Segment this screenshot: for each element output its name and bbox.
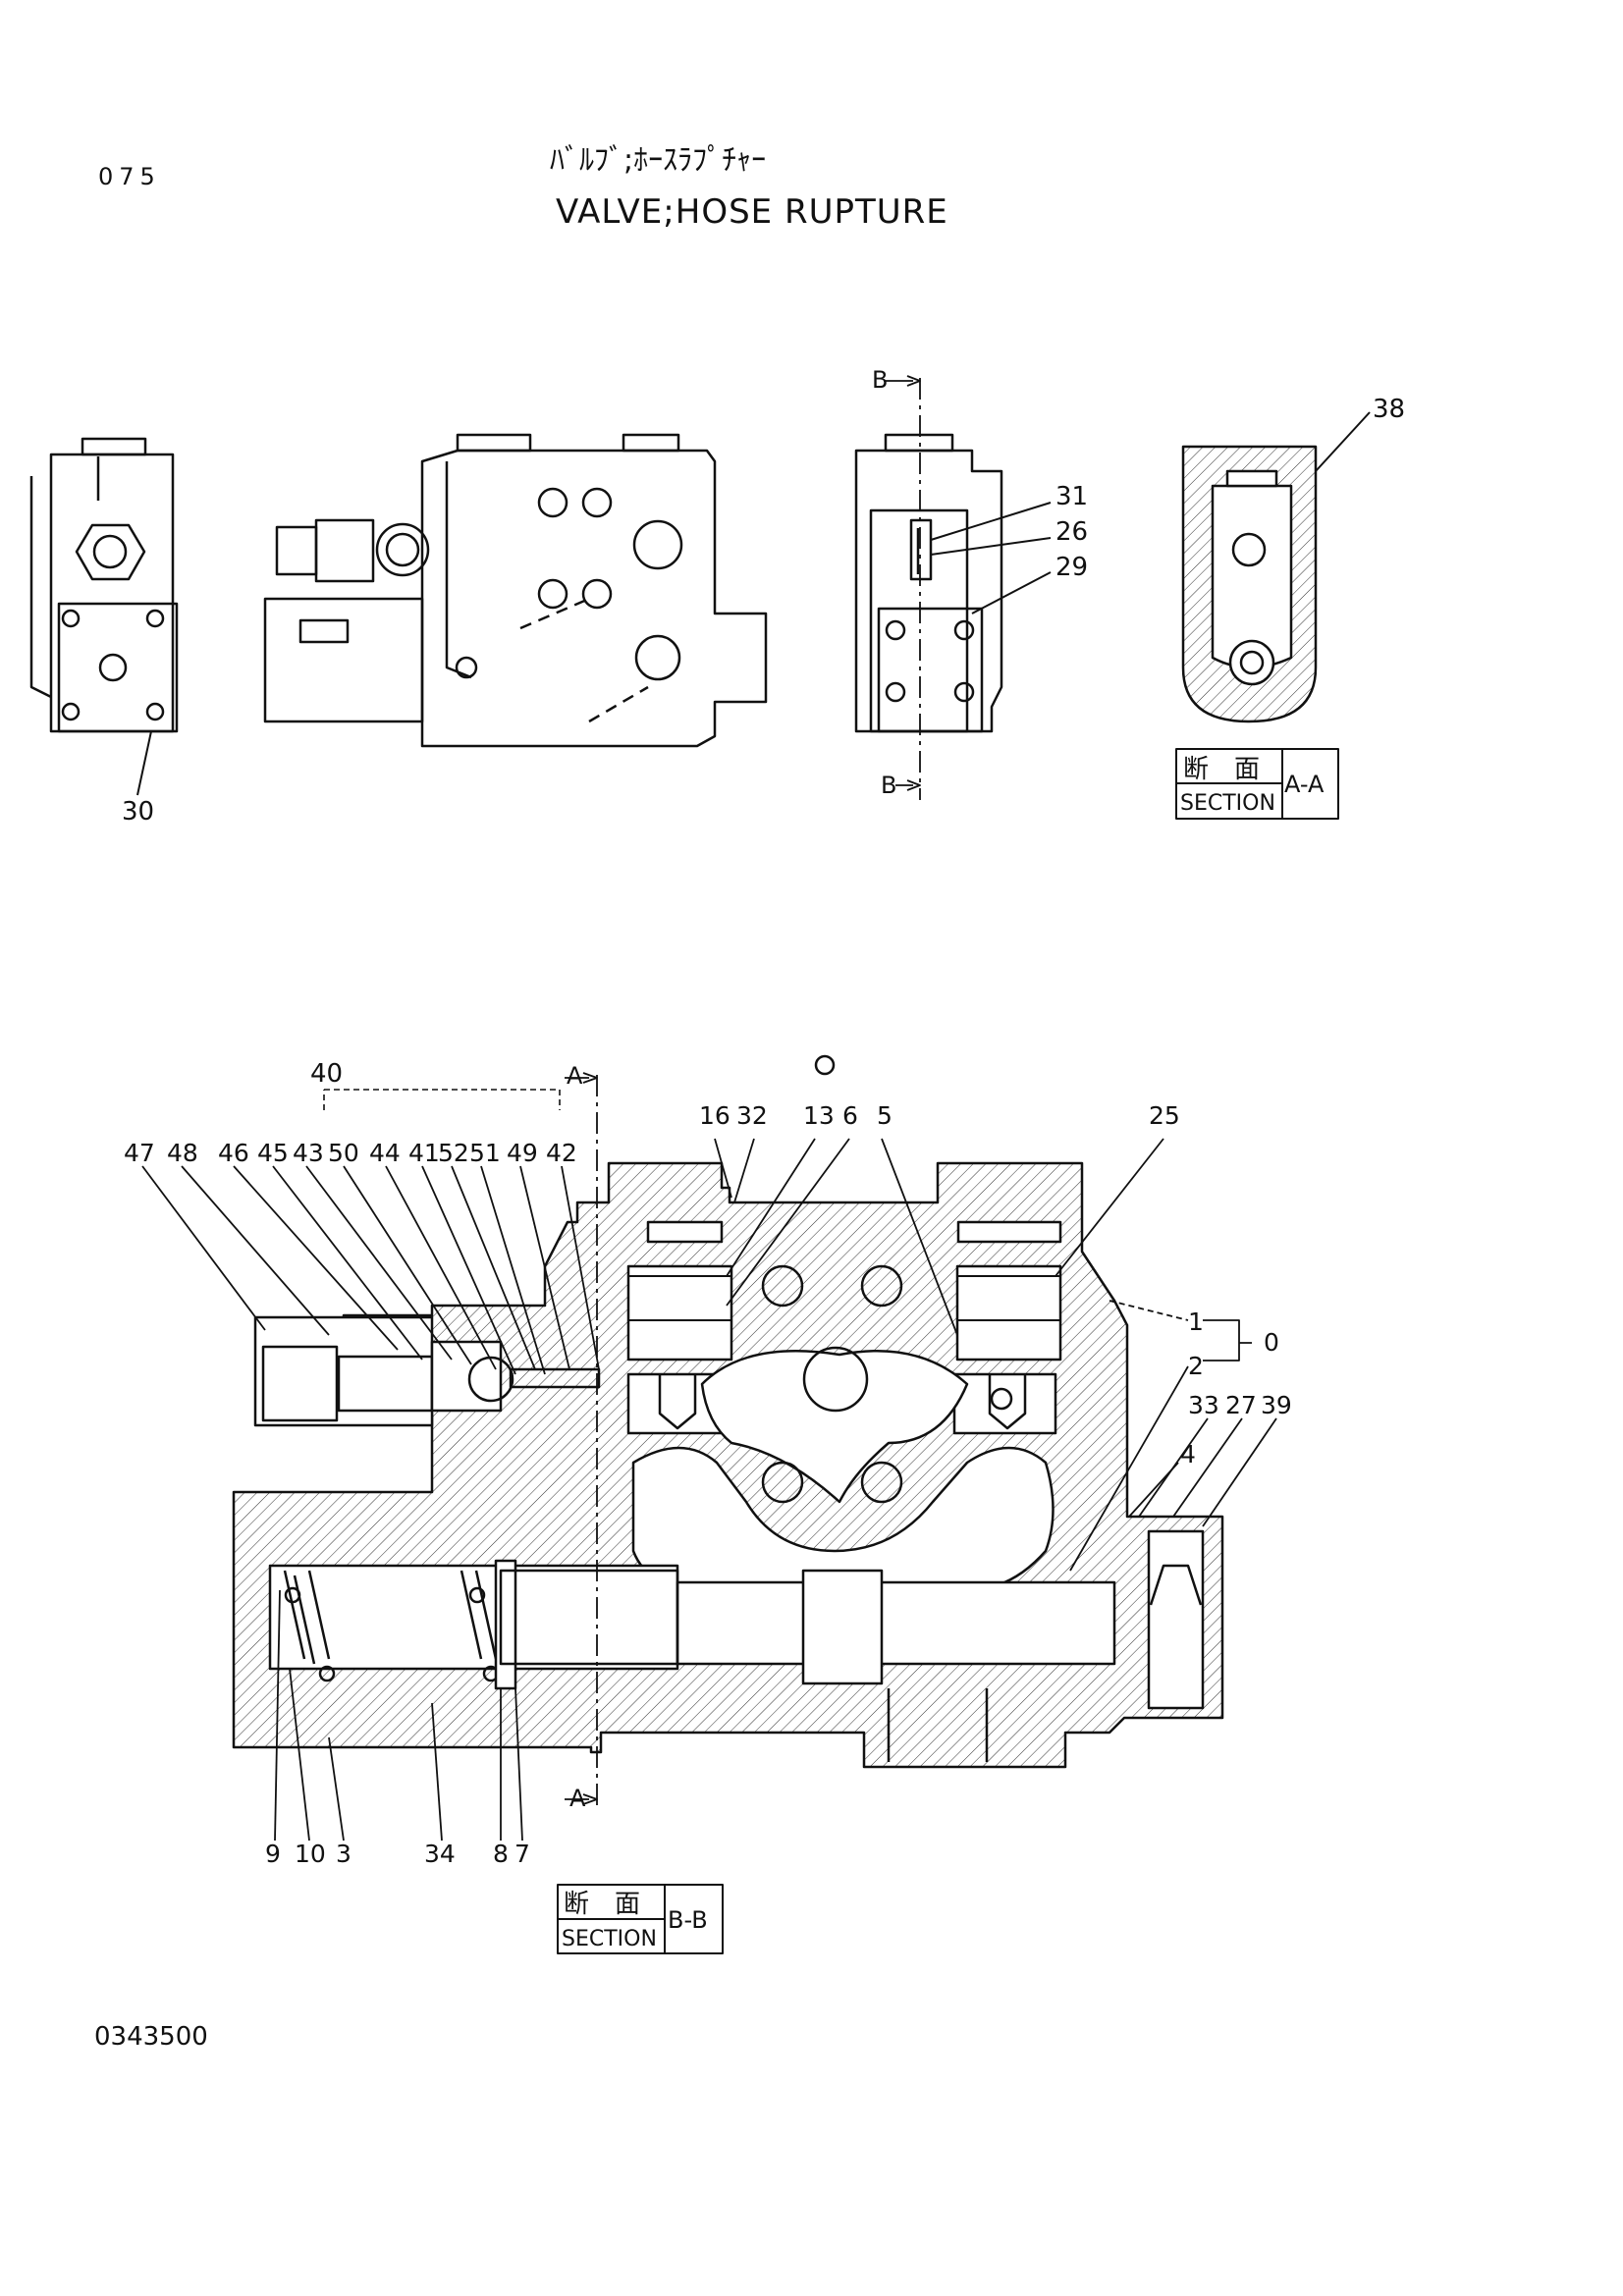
section-label-b-b: [557, 1884, 724, 1954]
side-view-right: [854, 375, 1052, 800]
callout-41: 41: [408, 1139, 440, 1167]
callout-31: 31: [1055, 482, 1088, 511]
title-japanese: ﾊﾞﾙﾌﾞ;ﾎｰｽﾗﾌﾟﾁｬｰ: [550, 143, 767, 178]
drawing-number: 0343500: [94, 2022, 208, 2052]
section-b-b-jp: 断 面: [564, 1890, 640, 1919]
section-a-a-id: A-A: [1284, 771, 1325, 798]
callout-51: 51: [469, 1139, 501, 1167]
callout-9: 9: [265, 1840, 281, 1868]
cut-label-a-top: A: [567, 1062, 583, 1090]
callout-7: 7: [514, 1840, 530, 1868]
callout-45: 45: [257, 1139, 289, 1167]
callout-4: 4: [1180, 1440, 1196, 1468]
callout-13: 13: [803, 1101, 835, 1130]
callout-40: 40: [310, 1059, 343, 1089]
callout-43: 43: [293, 1139, 324, 1167]
callout-8: 8: [493, 1840, 509, 1868]
callout-5: 5: [877, 1101, 893, 1130]
section-b-b-id: B-B: [668, 1906, 708, 1934]
callout-38: 38: [1373, 395, 1405, 424]
side-view-left: [29, 437, 179, 796]
callout-27: 27: [1225, 1391, 1257, 1419]
callout-52: 52: [438, 1139, 469, 1167]
callout-48: 48: [167, 1139, 198, 1167]
callout-1: 1: [1188, 1308, 1204, 1336]
section-a-a-jp: 断 面: [1183, 755, 1260, 784]
callout-30: 30: [122, 797, 154, 827]
section-label-a-a: [1175, 748, 1339, 820]
bottom-callout-leaders: [274, 1589, 523, 1842]
cut-label-b-top: B: [872, 366, 888, 394]
cut-label-a-bottom: A: [569, 1785, 586, 1812]
callout-2: 2: [1188, 1352, 1204, 1380]
callout-26: 26: [1055, 517, 1088, 547]
section-b-b-en: SECTION: [562, 1927, 657, 1951]
group-40-bracket: [323, 1089, 561, 1110]
callout-49: 49: [507, 1139, 538, 1167]
callout-33: 33: [1188, 1391, 1219, 1419]
callout-46: 46: [218, 1139, 249, 1167]
top-callout-leaders: [141, 1165, 600, 1375]
callout-6: 6: [842, 1101, 858, 1130]
callout-16: 16: [699, 1101, 730, 1130]
callout-32: 32: [736, 1101, 768, 1130]
callout-10: 10: [295, 1840, 326, 1868]
callout-0: 0: [1264, 1328, 1279, 1357]
page-number: 075: [98, 163, 161, 190]
cut-label-b-bottom: B: [881, 772, 896, 799]
callout-3: 3: [336, 1840, 352, 1868]
section-b-b-body: [232, 1054, 1224, 1811]
section-a-a-en: SECTION: [1180, 791, 1275, 816]
front-view: [263, 433, 768, 748]
right-callout-leaders: [714, 1138, 1277, 1572]
section-a-a-view: [1181, 411, 1371, 723]
callout-29: 29: [1055, 553, 1088, 582]
callout-42: 42: [546, 1139, 577, 1167]
callout-44: 44: [369, 1139, 401, 1167]
callout-25: 25: [1149, 1101, 1180, 1130]
callout-34: 34: [424, 1840, 456, 1868]
title-english: VALVE;HOSE RUPTURE: [556, 192, 948, 232]
callout-47: 47: [124, 1139, 155, 1167]
callout-39: 39: [1261, 1391, 1292, 1419]
callout-50: 50: [328, 1139, 359, 1167]
